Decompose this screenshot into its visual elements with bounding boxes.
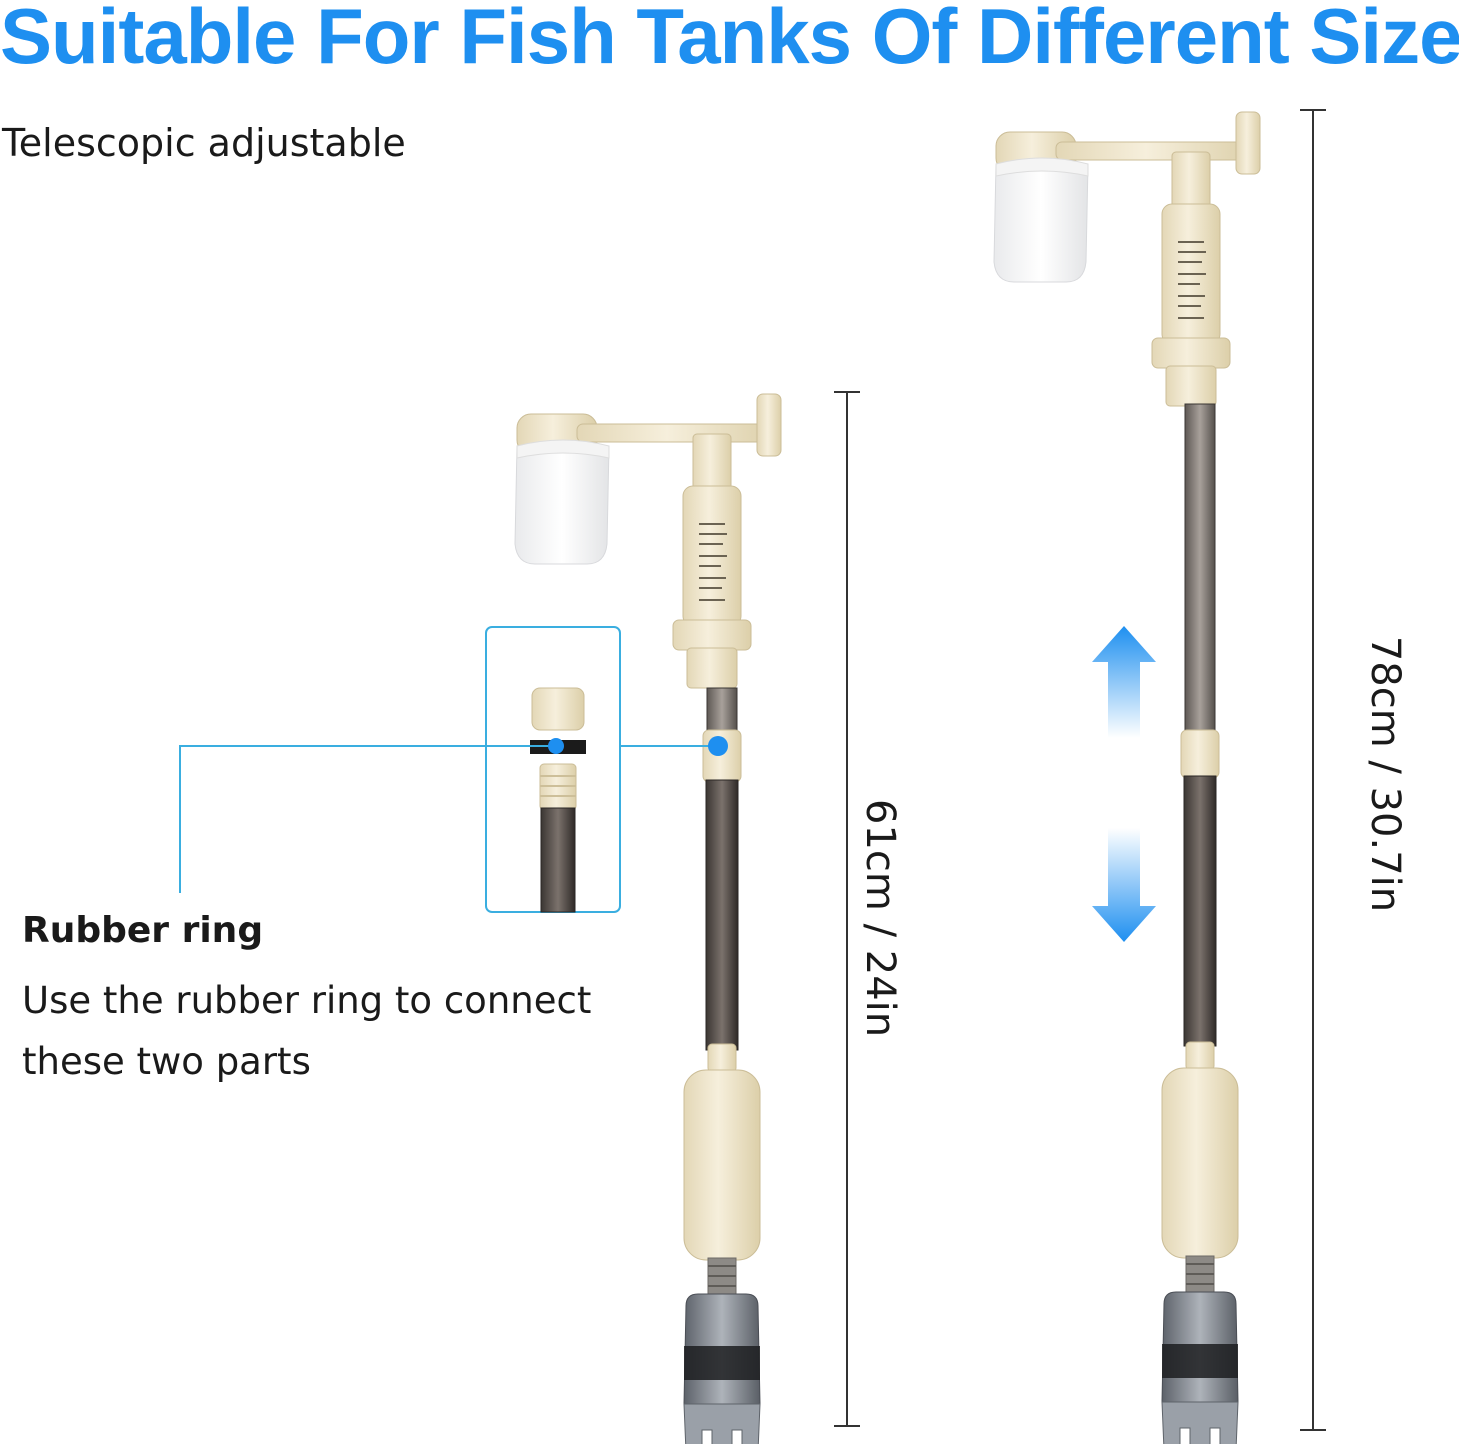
short-dimension-line xyxy=(834,391,860,1427)
page-title: Suitable For Fish Tanks Of Different Siz… xyxy=(0,0,1459,80)
rubber-ring-callout xyxy=(179,626,728,913)
long-dimension-label: 78cm / 30.7in xyxy=(1362,635,1408,913)
short-siphon-image xyxy=(514,393,782,1444)
subtitle: Telescopic adjustable xyxy=(2,121,406,165)
arrow-up-icon xyxy=(1092,626,1156,738)
short-dimension-label: 61cm / 24in xyxy=(857,799,903,1038)
arrow-down-icon xyxy=(1092,828,1156,942)
long-dimension-line xyxy=(1300,109,1326,1431)
long-siphon-image xyxy=(993,111,1261,1444)
callout-description: Use the rubber ring to connect these two… xyxy=(22,979,592,1083)
callout-title: Rubber ring xyxy=(22,910,264,951)
